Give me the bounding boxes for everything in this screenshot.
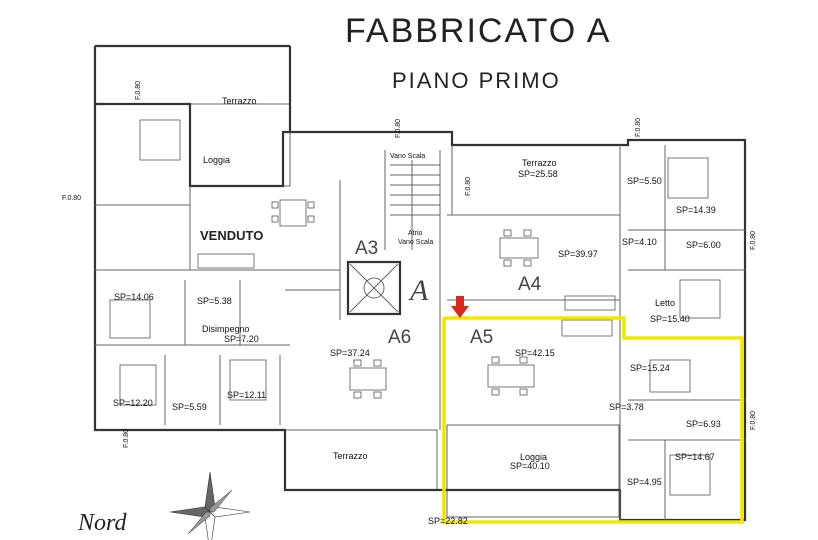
room-letto: Letto — [655, 298, 675, 308]
surface-5-38: SP=5.38 — [197, 296, 232, 306]
room-terrazzo-nw: Terrazzo — [222, 96, 257, 106]
room-vano-scala: Vano Scala — [390, 153, 425, 160]
surface-14-39: SP=14.39 — [676, 205, 716, 215]
surface-14-06: SP=14.06 — [114, 292, 154, 302]
surface-37-24: SP=37.24 — [330, 348, 370, 358]
loggia-s — [446, 424, 620, 518]
unit-label-a5: A5 — [470, 327, 493, 348]
room-disimpegno: Disimpegno — [202, 324, 250, 334]
window-tag: F.0.80 — [750, 231, 757, 250]
unit-label-a3: A3 — [355, 238, 378, 259]
surface-14-67: SP=14.67 — [675, 452, 715, 462]
surface-40-10: SP=40.10 — [510, 461, 550, 471]
dining-table-a3 — [271, 199, 315, 227]
unit-label-a6: A6 — [388, 327, 411, 348]
surface-5-50: SP=5.50 — [627, 176, 662, 186]
surface-4-10: SP=4.10 — [622, 237, 657, 247]
surface-15-24: SP=15.24 — [630, 363, 670, 373]
window-tag: F.0.80 — [135, 81, 142, 100]
window-tag: F.0.80 — [465, 177, 472, 196]
window-tag: F.0.80 — [62, 195, 81, 202]
terrace-n — [451, 144, 621, 216]
dining-table-a6 — [349, 359, 387, 399]
window-tag: F.0.80 — [395, 119, 402, 138]
room-terrazzo-n: Terrazzo — [522, 158, 557, 168]
surface-25-58: SP=25.58 — [518, 169, 558, 179]
terrace-nw — [94, 45, 291, 187]
sold-label: VENDUTO — [200, 228, 263, 243]
compass-label: Nord — [77, 510, 127, 536]
surface-42-15: SP=42.15 — [515, 348, 555, 358]
unit-label-a4: A4 — [518, 274, 542, 295]
window-tag: F.0.80 — [750, 411, 757, 430]
surface-6-93: SP=6.93 — [686, 419, 721, 429]
window-tag: F.0.80 — [123, 429, 130, 448]
room-atrio-1: Atrio — [408, 230, 423, 237]
surface-39-97: SP=39.97 — [558, 249, 598, 259]
room-atrio-2: Vano Scala — [398, 239, 433, 246]
plan-subtitle: PIANO PRIMO — [392, 68, 561, 93]
surface-15-40: SP=15.40 — [650, 314, 690, 324]
surface-6-00: SP=6.00 — [686, 240, 721, 250]
sofa-a5 — [561, 319, 613, 337]
down-arrow-icon — [451, 296, 469, 318]
window-tags: F.0.80 F.0.80 F.0.80 F.0.80 F.0.80 F.0.8… — [62, 81, 757, 448]
surface-7-20: SP=7.20 — [224, 334, 259, 344]
plan-title: FABBRICATO A — [345, 12, 611, 50]
surface-4-95: SP=4.95 — [627, 477, 662, 487]
interior-walls — [95, 145, 745, 520]
surface-5-59: SP=5.59 — [172, 402, 207, 412]
window-tag: F.0.80 — [635, 118, 642, 137]
sofa-a4 — [564, 295, 616, 311]
unit-label-a-center: A — [408, 274, 429, 307]
dining-table-a4 — [499, 229, 539, 267]
surface-labels: SP=25.58 SP=5.50 SP=14.39 SP=4.10 SP=6.0… — [113, 169, 721, 526]
stair-core — [346, 160, 440, 316]
beds — [109, 119, 721, 496]
surface-3-78: SP=3.78 — [609, 402, 644, 412]
room-loggia-w: Loggia — [203, 155, 230, 165]
room-loggia-s: Loggia — [520, 452, 547, 462]
surface-12-11: SP=12.11 — [227, 390, 266, 400]
sofa-a3 — [197, 253, 255, 269]
unit-a5-highlight — [442, 316, 744, 524]
room-terrazzo-s: Terrazzo — [333, 451, 368, 461]
building-outline — [93, 44, 747, 522]
compass-rose-icon — [169, 471, 251, 540]
dining-table-a5 — [487, 356, 535, 396]
surface-12-20: SP=12.20 — [113, 398, 153, 408]
surface-22-82: SP=22.82 — [428, 516, 468, 526]
